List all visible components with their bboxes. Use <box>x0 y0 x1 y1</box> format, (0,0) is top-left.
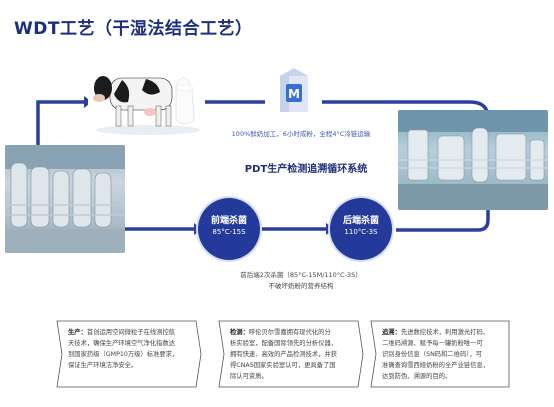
card-line: 到国家药级（GMP10万级）标准要求， <box>68 351 179 358</box>
card-line: 识别身份信息（SN码和二维码），可 <box>382 351 483 358</box>
caption-top: 100%鲜奶加工，6小时成粉，全程4°C冷链运输 <box>231 130 371 138</box>
stage-circle-back-sterilization: 后端杀菌 110°C-3S <box>330 198 392 260</box>
card-line: 二维码溯源、赋予每一罐奶粉唯一可 <box>382 340 483 347</box>
milk-carton-icon: M <box>274 66 314 114</box>
card-line: 得CNAS国家实验室认可，更具备了国 <box>230 362 336 369</box>
card-line: 拥有快速、高效的产品检测技术，并获 <box>230 351 338 358</box>
system-title: PDT生产检测追溯循环系统 <box>244 164 368 175</box>
card-line: 际认可资质。 <box>230 373 268 380</box>
cow-photo <box>88 58 204 136</box>
stage-circle-front-sterilization: 前端杀菌 85°C-15S <box>198 198 260 260</box>
milk-carton-letter: M <box>288 87 300 101</box>
card-line: 呼伦贝尔雪嘉拥有现代化的分 <box>248 329 331 336</box>
stage-name: 前端杀菌 <box>210 216 247 226</box>
card-line: 首创运用空间微粒子在线测控航 <box>86 329 176 336</box>
caption-bottom: 前后端2次杀菌（85°C-15M/110°C-3S） 不破坏奶粉的营养结构 <box>196 270 406 292</box>
stage-name: 后端杀菌 <box>342 216 379 226</box>
flow-line-left <box>36 100 84 145</box>
caption-bottom-line: 不破坏奶粉的营养结构 <box>268 282 334 290</box>
caption-bottom-line: 前后端2次杀菌（85°C-15M/110°C-3S） <box>240 271 362 279</box>
card-line: 天技术，确保生产环境空气净化指数达 <box>68 340 176 347</box>
card-production: 生产：首创运用空间微粒子在线测控航 天技术，确保生产环境空气净化指数达 到国家药… <box>56 320 202 388</box>
factory-line-photo <box>398 110 548 210</box>
stage-temp: 110°C-3S <box>344 228 378 236</box>
card-line: 先进数控技术，利用激光打码、 <box>400 329 490 336</box>
card-line: 析实验室，配备国际领先的分析仪器， <box>230 340 338 347</box>
stage-temp: 85°C-15S <box>212 228 246 236</box>
flow-line-right <box>396 208 490 232</box>
card-line: 准确查询雪西娅奶粉的全产业链信息， <box>382 362 490 369</box>
card-label: 检测： <box>230 329 249 336</box>
card-line: 达到防伪、溯源的目的。 <box>382 373 452 380</box>
page-title: WDT工艺（干湿法结合工艺） <box>14 19 253 39</box>
factory-tanks-photo <box>5 145 125 253</box>
card-inspection: 检测：呼伦贝尔雪嘉拥有现代化的分 析实验室，配备国际领先的分析仪器， 拥有快速、… <box>218 320 364 388</box>
card-line: 保证生产环境洁净安全。 <box>68 362 138 369</box>
card-label: 追溯： <box>382 329 401 336</box>
card-label: 生产： <box>68 329 87 336</box>
card-traceability: 追溯：先进数控技术，利用激光打码、 二维码溯源、赋予每一罐奶粉唯一可 识别身份信… <box>370 320 510 388</box>
